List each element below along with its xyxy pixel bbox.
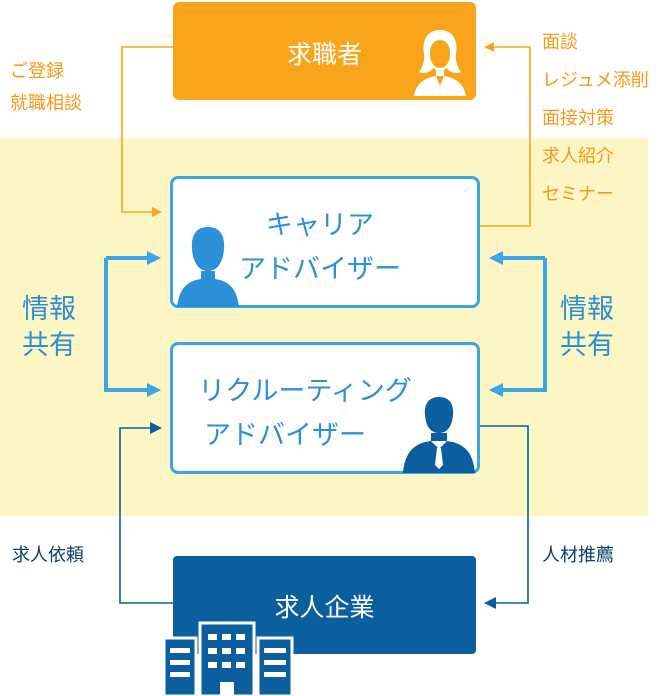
info-share-right-line2: 共有 bbox=[560, 330, 614, 361]
note-job-introduction: 求人紹介 bbox=[542, 146, 614, 167]
company-to-recruit-line bbox=[119, 422, 173, 604]
recruiting-advisor-box: リクルーティング アドバイザー bbox=[170, 342, 480, 474]
info-share-left-line bbox=[104, 258, 161, 397]
building-icon bbox=[162, 621, 294, 696]
hiring-company-label: 求人企業 bbox=[274, 593, 375, 622]
female-person-icon bbox=[414, 30, 466, 96]
info-share-right-line bbox=[489, 258, 547, 397]
left-top-notes: ご登録 就職相談 bbox=[10, 56, 82, 120]
note-interview: 面談 bbox=[542, 32, 578, 53]
info-share-left-label: 情報 共有 bbox=[22, 292, 76, 364]
recruit-to-company-line bbox=[480, 425, 529, 609]
info-share-right-label: 情報 共有 bbox=[560, 292, 614, 364]
job-seeker-box: 求職者 bbox=[173, 2, 476, 100]
career-to-seeker-line bbox=[480, 42, 531, 227]
info-share-right-line1: 情報 bbox=[560, 294, 614, 325]
recruiting-advisor-line2: アドバイザー bbox=[204, 420, 366, 451]
recruiting-advisor-line1: リクルーティング bbox=[198, 376, 412, 407]
info-share-left-line2: 共有 bbox=[22, 330, 76, 361]
note-job-request: 求人依頼 bbox=[12, 545, 84, 566]
note-resume-review: レジュメ添削 bbox=[542, 70, 649, 91]
note-registration: ご登録 bbox=[10, 61, 64, 82]
career-advisor-line1: キャリア bbox=[266, 210, 374, 241]
career-advisor-line2: アドバイザー bbox=[239, 254, 401, 285]
person-icon bbox=[177, 227, 239, 307]
businessman-icon bbox=[403, 397, 475, 473]
career-advisor-box: キャリア アドバイザー bbox=[170, 176, 480, 308]
note-career-consultation: 就職相談 bbox=[10, 93, 82, 114]
note-seminar: セミナー bbox=[542, 184, 614, 205]
note-interview-prep: 面接対策 bbox=[542, 108, 614, 129]
info-share-left-line1: 情報 bbox=[22, 294, 76, 325]
job-seeker-label: 求職者 bbox=[286, 40, 362, 69]
right-top-notes: 面談 レジュメ添削 面接対策 求人紹介 セミナー bbox=[542, 24, 649, 214]
seeker-to-career-line bbox=[121, 46, 173, 217]
note-candidate-recommendation: 人材推薦 bbox=[542, 545, 614, 566]
